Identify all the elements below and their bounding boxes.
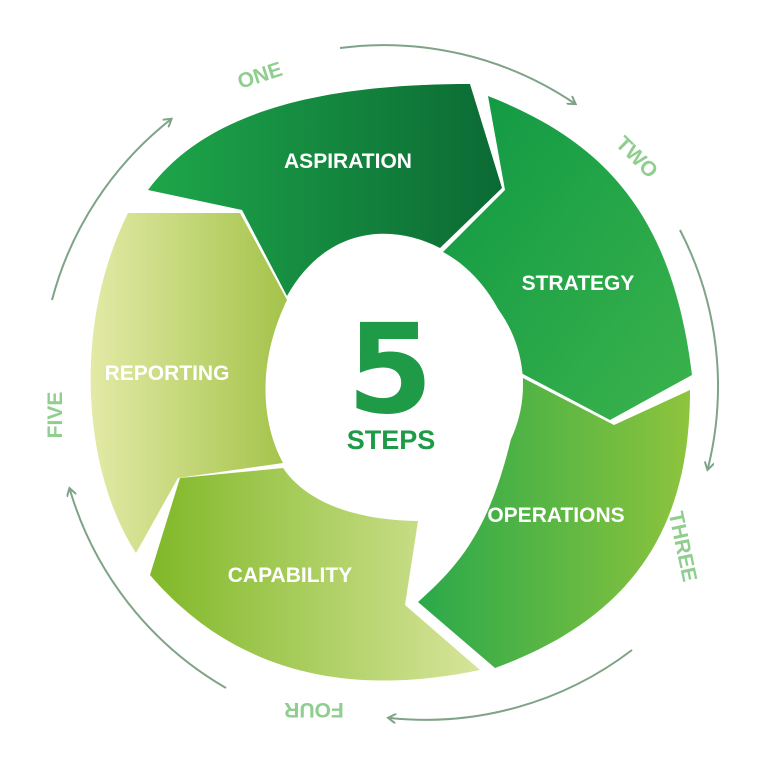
segment-strategy [443,96,692,420]
step-label-one: ONE [235,58,285,94]
cycle-arrow-four-to-five [70,490,227,689]
step-label-four: FOUR [284,698,344,721]
segment-label-strategy: STRATEGY [522,272,635,295]
segment-label-aspiration: ASPIRATION [284,150,412,173]
step-label-three: THREE [664,509,701,583]
segment-aspiration [148,84,502,296]
cycle-arrow-one-to-two [339,44,574,103]
cycle-arrow-two-to-three [679,229,719,468]
segment-label-capability: CAPABILITY [228,564,352,587]
step-label-two: TWO [611,132,662,183]
segment-label-operations: OPERATIONS [487,504,624,527]
segment-capability [150,468,480,681]
center-circle [267,257,523,513]
center-number: 5 [347,298,433,442]
segment-reporting [90,213,287,553]
cycle-arrow-three-to-four [390,649,633,720]
segment-operations [418,378,690,668]
cycle-arrow-five-to-one [51,120,170,301]
step-label-five: FIVE [44,392,67,439]
segment-label-reporting: REPORTING [105,362,230,385]
center-word: STEPS [347,425,436,455]
